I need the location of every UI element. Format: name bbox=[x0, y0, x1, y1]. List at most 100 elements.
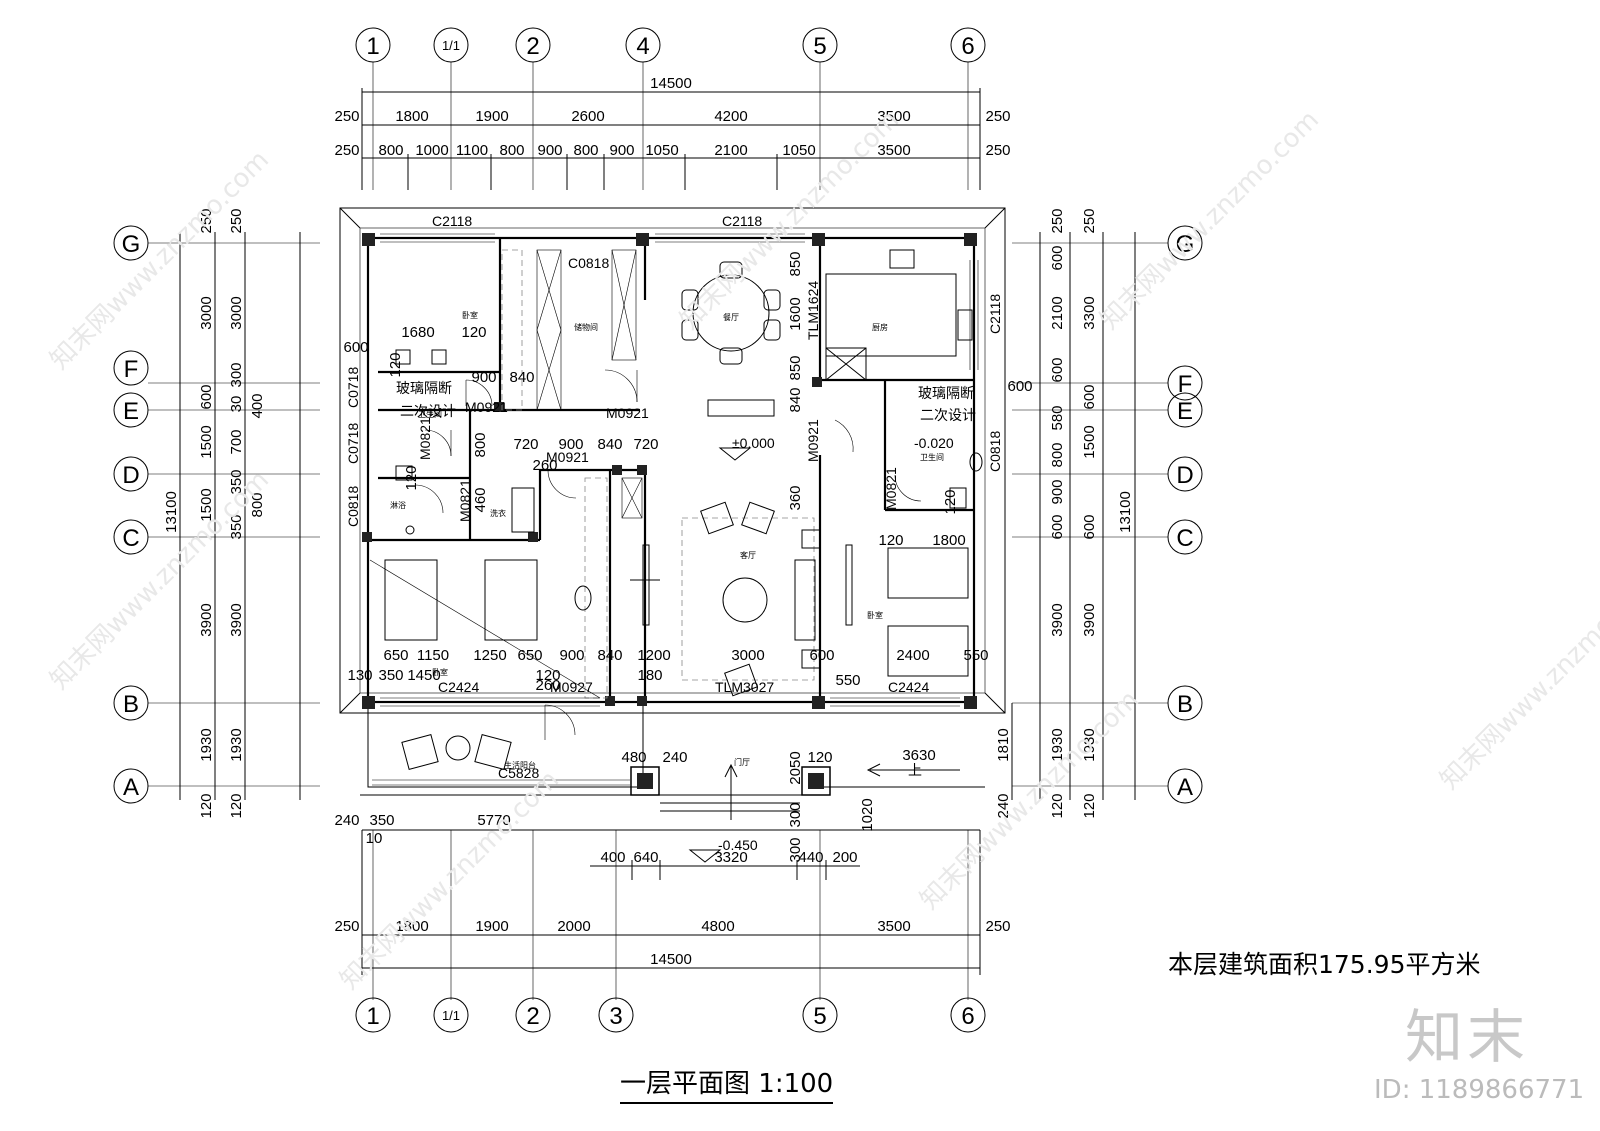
dim-right-inner: 600 bbox=[1049, 245, 1066, 270]
dim-right-inner: 3900 bbox=[1049, 603, 1066, 636]
left-dimension-lines bbox=[179, 232, 301, 800]
door-tag: M0821 bbox=[883, 467, 899, 510]
axis-left-d: D bbox=[122, 462, 139, 489]
dim-inner: 120 bbox=[942, 489, 959, 514]
axis-left-e: E bbox=[123, 398, 139, 425]
dim-inner: 900 bbox=[471, 369, 496, 386]
sliding-door-tag: TLM3027 bbox=[715, 679, 774, 695]
axis-top-2: 2 bbox=[526, 33, 539, 60]
dim-left-inner: 800 bbox=[249, 492, 266, 517]
dim-top-r2: 800 bbox=[499, 142, 524, 159]
dim-inner: 120 bbox=[807, 749, 832, 766]
window-openings bbox=[369, 233, 979, 786]
dim-left-outer: 1500 bbox=[198, 488, 215, 521]
dim-top-r1: 1900 bbox=[475, 108, 508, 125]
dim-inner: 130 bbox=[347, 667, 372, 684]
axis-right-f: F bbox=[1178, 371, 1193, 398]
dim-top-r2: 1100 bbox=[456, 142, 488, 159]
dim-inner: 840 bbox=[787, 387, 804, 412]
dim-inner: 1800 bbox=[932, 532, 965, 549]
sliding-door-tag: TLM1624 bbox=[805, 281, 821, 340]
dim-left-inner: 300 bbox=[228, 362, 245, 387]
door-tag: M0921 bbox=[465, 399, 508, 415]
dim-inner: 300 bbox=[787, 802, 804, 827]
dim-bottom-r1: 250 bbox=[985, 918, 1010, 935]
dim-inner: 850 bbox=[787, 355, 804, 380]
glass-partition-label: 玻璃隔断 bbox=[396, 380, 452, 396]
axis-top-4: 4 bbox=[636, 33, 649, 60]
dim-left-inner: 400 bbox=[249, 393, 266, 418]
dim-left-total: 13100 bbox=[163, 491, 180, 533]
axis-top-1-1: 1/1 bbox=[442, 38, 460, 53]
dim-right-extra: 240 bbox=[995, 793, 1012, 818]
dim-right-inner: 600 bbox=[1049, 514, 1066, 539]
room-label: 淋浴 bbox=[390, 500, 406, 510]
brand-logo: 知末 bbox=[1405, 1003, 1530, 1071]
dim-bottom-r3: 3320 bbox=[714, 849, 747, 866]
axis-left-f: F bbox=[124, 356, 139, 383]
dim-left-outer: 1500 bbox=[198, 425, 215, 458]
level-mark: -0.450 bbox=[718, 837, 758, 853]
window-tag: C0818 bbox=[568, 255, 609, 271]
dim-inner: 120 bbox=[403, 465, 420, 490]
dim-right-outer: 1500 bbox=[1081, 425, 1098, 458]
dim-right-inner: 800 bbox=[1049, 442, 1066, 467]
dim-inner: 840 bbox=[509, 369, 534, 386]
right-dimension-lines bbox=[1011, 232, 1136, 800]
dim-right-extra: 1810 bbox=[995, 728, 1012, 761]
dim-inner: 260 bbox=[532, 457, 557, 474]
dim-bottom-r2: 5770 bbox=[477, 812, 510, 829]
room-label: 厨房 bbox=[872, 322, 888, 332]
dim-inner: 840 bbox=[597, 647, 622, 664]
dim-inner: 120 bbox=[461, 324, 486, 341]
window-tag: C2118 bbox=[722, 213, 762, 229]
dim-top-r1: 250 bbox=[985, 108, 1010, 125]
dim-inner: 350 bbox=[378, 667, 403, 684]
glass-partition-label: 玻璃隔断 bbox=[918, 385, 974, 401]
bathroom-fixtures bbox=[395, 349, 983, 611]
dim-bottom-r1: 1900 bbox=[475, 918, 508, 935]
dim-inner: 720 bbox=[513, 436, 538, 453]
room-label: 洗衣 bbox=[490, 508, 506, 518]
dim-inner: 2050 bbox=[787, 751, 804, 784]
dim-inner: 300 bbox=[787, 837, 804, 862]
axis-right-a: A bbox=[1177, 774, 1193, 801]
top-dimension-lines bbox=[361, 88, 981, 190]
window-tag: C0718 bbox=[345, 423, 361, 464]
dim-right-outer: 250 bbox=[1081, 208, 1098, 233]
room-label: 储物间 bbox=[574, 322, 598, 332]
image-id: ID: 1189866771 bbox=[1374, 1075, 1585, 1105]
room-label: 生活阳台 bbox=[504, 760, 536, 770]
door-tag: M0927 bbox=[550, 679, 593, 695]
dim-top-r2: 250 bbox=[985, 142, 1010, 159]
dim-top-r2: 800 bbox=[573, 142, 598, 159]
dim-inner: 720 bbox=[633, 436, 658, 453]
dim-bottom-r1: 2000 bbox=[557, 918, 590, 935]
axis-bottom-1: 1 bbox=[366, 1003, 379, 1030]
dim-inner: 1600 bbox=[787, 297, 804, 330]
dim-inner: 600 bbox=[809, 647, 834, 664]
room-label: 卫生间 bbox=[418, 409, 442, 419]
dim-right-outer: 120 bbox=[1081, 793, 1098, 818]
axis-left-b: B bbox=[123, 691, 139, 718]
right-dimension-text: 250 600 2100 600 580 800 900 600 3900 19… bbox=[995, 208, 1134, 818]
drawing-title-text: 一层平面图 bbox=[620, 1069, 751, 1099]
dim-bottom-r2: 10 bbox=[366, 830, 383, 847]
dim-top-r1: 2600 bbox=[571, 108, 604, 125]
drawing-title: 一层平面图 1:100 bbox=[620, 1063, 834, 1104]
dim-inner: 900 bbox=[559, 647, 584, 664]
dim-right-inner: 900 bbox=[1049, 479, 1066, 504]
eave-outline bbox=[339, 207, 1006, 714]
axis-bottom-1-1: 1/1 bbox=[442, 1008, 460, 1023]
axis-right-g: G bbox=[1176, 231, 1195, 258]
door-tag: M0921 bbox=[606, 405, 649, 421]
left-dimension-text: 13100 250 3000 600 1500 1500 3900 1930 1… bbox=[163, 208, 266, 818]
dim-top-r2: 800 bbox=[378, 142, 403, 159]
axis-right-b: B bbox=[1177, 691, 1193, 718]
dim-right-outer: 3900 bbox=[1081, 603, 1098, 636]
level-mark: ±0.000 bbox=[732, 435, 775, 451]
dim-inner: 650 bbox=[383, 647, 408, 664]
living-furniture bbox=[630, 399, 853, 697]
door-swings bbox=[414, 369, 922, 740]
level-mark: -0.020 bbox=[914, 435, 954, 451]
